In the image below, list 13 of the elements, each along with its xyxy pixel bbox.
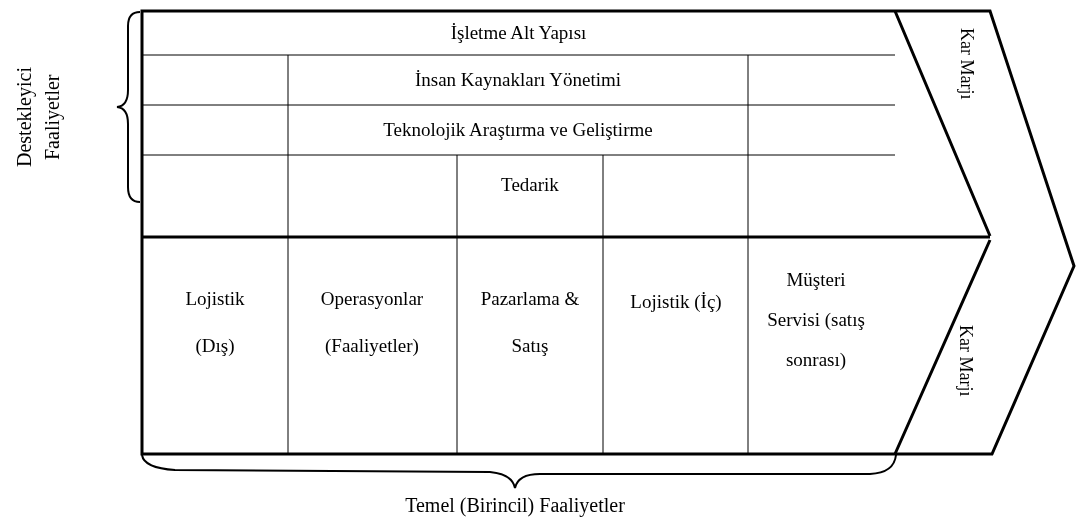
primary-activity: Pazarlama & Satış bbox=[479, 287, 581, 358]
primary-activity: Operasyonlar (Faaliyetler) bbox=[319, 287, 425, 358]
primary-activity: Müşteri Servisi (satış sonrası) bbox=[766, 268, 866, 372]
support-activity: Tedarik bbox=[501, 172, 559, 197]
brace-label: Destekleyici Faaliyetler bbox=[12, 66, 65, 169]
support-activity: İşletme Alt Yapısı bbox=[450, 21, 587, 46]
support-activity: İnsan Kaynakları Yönetimi bbox=[414, 67, 622, 92]
support-activity: Teknolojik Araştırma ve Geliştirme bbox=[383, 117, 653, 142]
primary-activity: Lojistik (Dış) bbox=[184, 287, 246, 358]
brace-label: Temel (Birincil) Faaliyetler bbox=[404, 493, 626, 519]
primary-activity: Lojistik (İç) bbox=[630, 290, 722, 314]
margin-label: Kar Marjı bbox=[955, 28, 978, 100]
margin-label: Kar Marjı bbox=[954, 325, 977, 397]
